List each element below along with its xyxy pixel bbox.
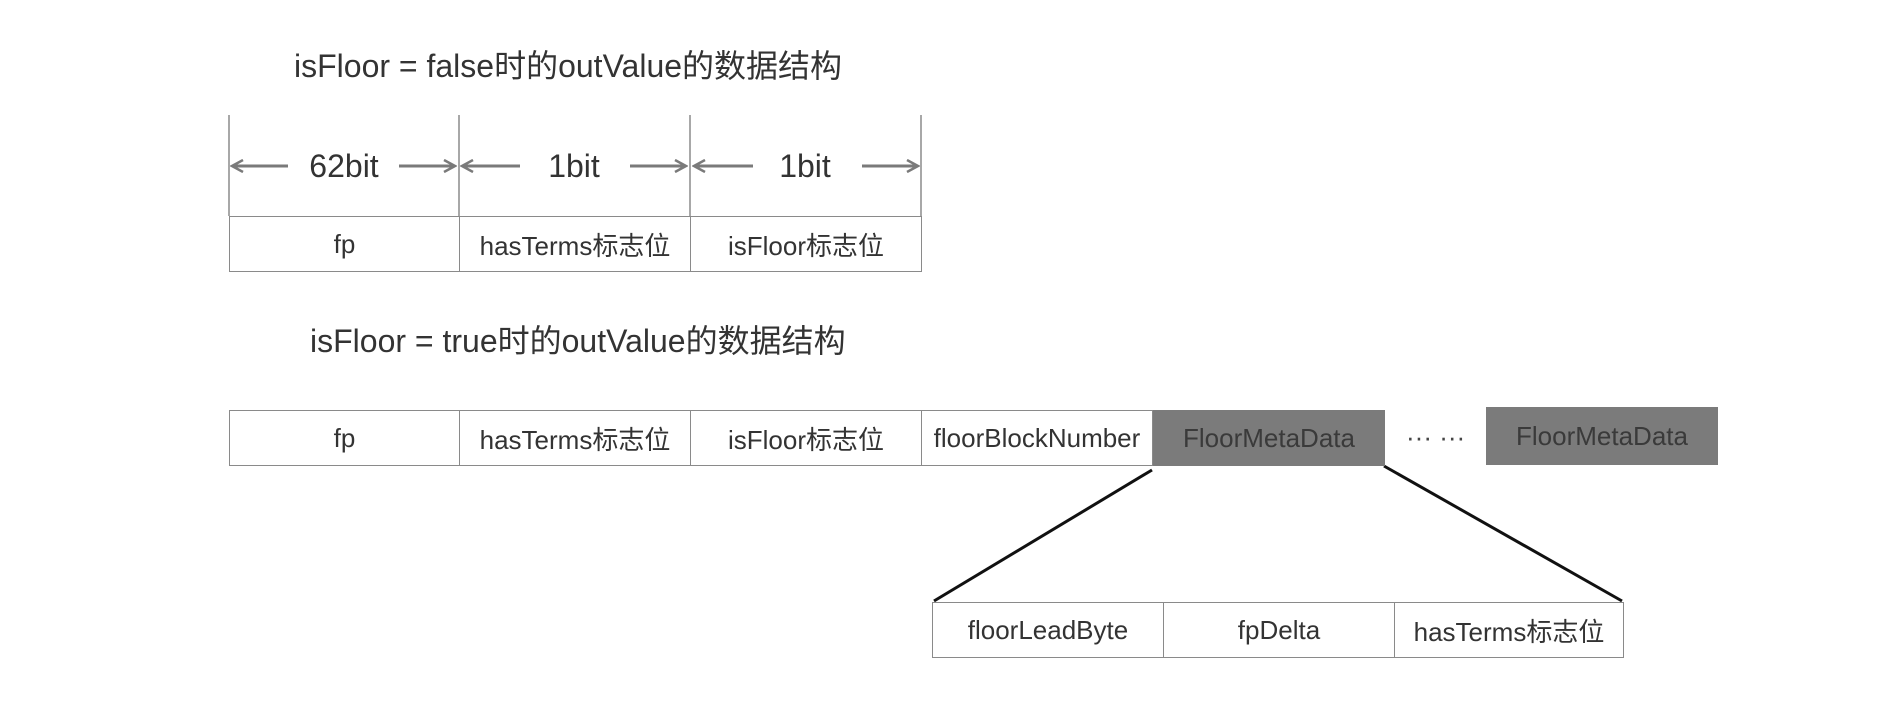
detail-cell-hasterms: hasTerms标志位 xyxy=(1394,602,1624,658)
detail-cell-fpdelta: fpDelta xyxy=(1163,602,1395,658)
true-cell-isfloor: isFloor标志位 xyxy=(690,410,922,466)
false-cell-hasterms: hasTerms标志位 xyxy=(459,216,691,272)
true-cell-floormetadata: FloorMetaData xyxy=(1153,410,1385,466)
true-cell-floorblocknumber: floorBlockNumber xyxy=(921,410,1153,466)
last-floormetadata-block: FloorMetaData xyxy=(1486,407,1718,465)
ellipsis-continuation: ··· ··· xyxy=(1406,422,1466,452)
bit-width-label-fp: 62bit xyxy=(309,148,379,184)
zoom-line-right xyxy=(1383,464,1623,603)
diagram-title-true: isFloor = true时的outValue的数据结构 xyxy=(310,323,846,359)
false-cell-isfloor: isFloor标志位 xyxy=(690,216,922,272)
bit-width-label-hasterms: 1bit xyxy=(548,148,600,184)
bit-width-label-isfloor: 1bit xyxy=(779,148,831,184)
diagram-title-false: isFloor = false时的outValue的数据结构 xyxy=(294,48,843,84)
true-cell-hasterms: hasTerms标志位 xyxy=(459,410,691,466)
false-cell-fp: fp xyxy=(229,216,460,272)
true-cell-fp: fp xyxy=(229,410,460,466)
zoom-line-left xyxy=(933,468,1153,603)
detail-cell-floorleadbyte: floorLeadByte xyxy=(932,602,1164,658)
